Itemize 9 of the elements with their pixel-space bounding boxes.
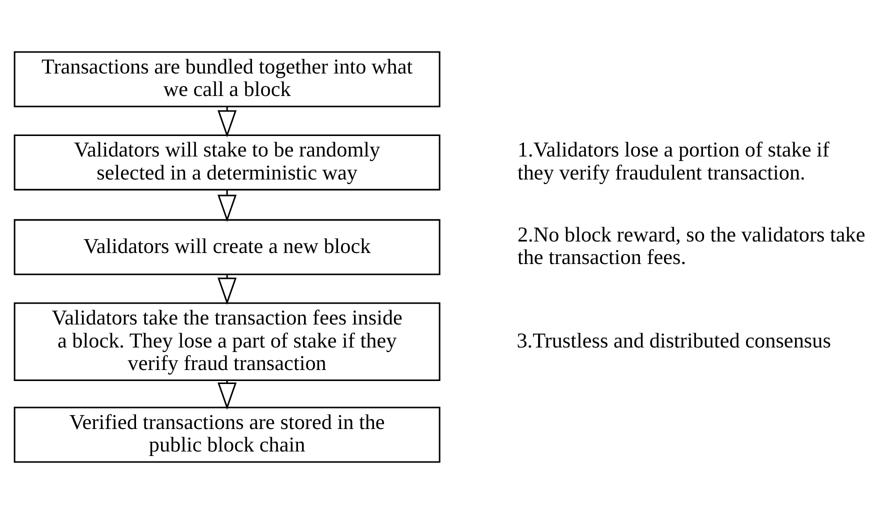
- node-box: Verified transactions are stored in the public block chain: [14, 406, 440, 463]
- label: 1.Validators lose a portion of stake if they verify fraudulent transaction.: [517, 138, 830, 184]
- arrow: [218, 274, 237, 305]
- label: 2.No block reward, so the validators take the transaction fees.: [517, 222, 866, 270]
- node-box: Validators take the transaction fees inside a block. They lose a part of stake if they verify fraud transaction: [14, 302, 440, 382]
- label: 3.Trustless and distributed consensus: [516, 328, 831, 352]
- node-box: Transactions are bundled together into what we call a block: [14, 51, 440, 108]
- node-box: Validators will create a new block: [14, 219, 440, 276]
- node-box: Validators will stake to be randomly selected in a deterministic way: [14, 134, 440, 190]
